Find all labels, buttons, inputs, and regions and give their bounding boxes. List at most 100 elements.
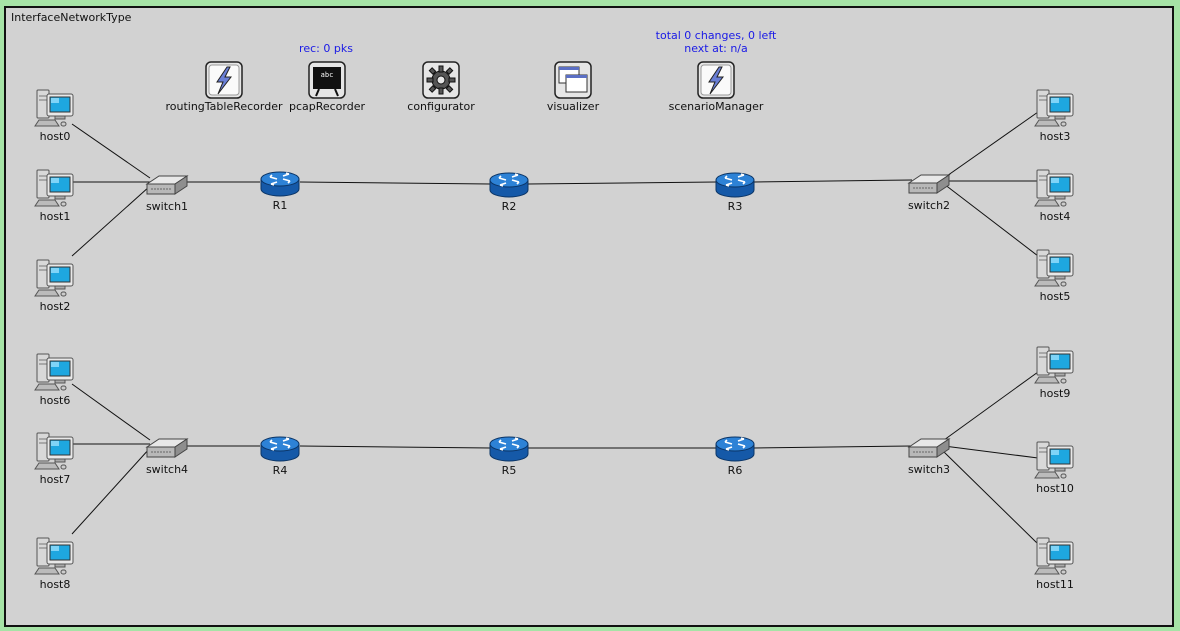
router-R4[interactable]: R4 — [256, 434, 304, 477]
computer-icon — [34, 537, 74, 575]
gear-icon — [422, 61, 460, 99]
switch-icon — [907, 174, 951, 194]
switch-icon-wrap — [902, 171, 956, 199]
host-host1[interactable]: host1 — [32, 166, 78, 223]
host-label: host2 — [39, 300, 71, 313]
host-label: host5 — [1039, 290, 1071, 303]
module-routing-table-recorder[interactable]: routingTableRecorder — [156, 60, 292, 113]
computer-icon — [34, 353, 74, 391]
computer-icon-wrap — [32, 429, 78, 473]
computer-icon — [1034, 346, 1074, 384]
computer-icon-wrap — [32, 86, 78, 130]
module-visualizer[interactable]: visualizer — [528, 60, 618, 113]
module-label: configurator — [407, 100, 475, 113]
module-label: pcapRecorder — [288, 100, 366, 113]
link — [753, 179, 913, 183]
router-icon-wrap — [711, 170, 759, 200]
host-host10[interactable]: host10 — [1032, 438, 1078, 495]
pcap-recorder-status: rec: 0 pks — [299, 42, 353, 55]
router-icon — [715, 172, 755, 198]
switch-icon — [907, 438, 951, 458]
router-R6[interactable]: R6 — [711, 434, 759, 477]
link — [943, 371, 1039, 441]
router-icon — [260, 436, 300, 462]
module-label: scenarioManager — [668, 100, 764, 113]
switch-icon — [145, 175, 189, 195]
computer-icon — [34, 259, 74, 297]
router-R1[interactable]: R1 — [256, 169, 304, 212]
link — [71, 447, 151, 535]
computer-icon — [34, 432, 74, 470]
computer-icon — [1034, 169, 1074, 207]
router-R2[interactable]: R2 — [485, 170, 533, 213]
host-host3[interactable]: host3 — [1032, 86, 1078, 143]
module-pcap-recorder[interactable]: abc pcapRecorder — [282, 60, 372, 113]
computer-icon — [1034, 441, 1074, 479]
computer-icon — [1034, 89, 1074, 127]
link — [71, 185, 151, 257]
link — [299, 445, 491, 449]
module-label: routingTableRecorder — [165, 100, 283, 113]
scenario-manager-status-2: next at: n/a — [684, 42, 748, 55]
router-label: R1 — [272, 199, 288, 212]
network-links — [71, 111, 1039, 545]
host-label: host6 — [39, 394, 71, 407]
lightning-icon — [205, 61, 243, 99]
module-label: visualizer — [546, 100, 600, 113]
computer-icon-wrap — [32, 256, 78, 300]
computer-icon-wrap — [1032, 343, 1078, 387]
host-label: host10 — [1036, 482, 1074, 495]
router-label: R2 — [501, 200, 517, 213]
router-icon-wrap — [485, 170, 533, 200]
host-label: host9 — [1039, 387, 1071, 400]
host-host5[interactable]: host5 — [1032, 246, 1078, 303]
host-host6[interactable]: host6 — [32, 350, 78, 407]
link — [943, 445, 1039, 459]
svg-text:abc: abc — [321, 71, 334, 79]
switch-switch1[interactable]: switch1 — [140, 172, 194, 213]
host-host8[interactable]: host8 — [32, 534, 78, 591]
host-host11[interactable]: host11 — [1032, 534, 1078, 591]
module-configurator[interactable]: configurator — [396, 60, 486, 113]
computer-icon-wrap — [32, 350, 78, 394]
host-label: host11 — [1036, 578, 1074, 591]
switch-label: switch2 — [907, 199, 951, 212]
switch-switch2[interactable]: switch2 — [902, 171, 956, 212]
windows-icon — [554, 61, 592, 99]
link — [943, 451, 1039, 545]
router-label: R3 — [727, 200, 743, 213]
host-host4[interactable]: host4 — [1032, 166, 1078, 223]
router-R3[interactable]: R3 — [711, 170, 759, 213]
host-host7[interactable]: host7 — [32, 429, 78, 486]
host-host0[interactable]: host0 — [32, 86, 78, 143]
switch-icon — [145, 438, 189, 458]
router-icon-wrap — [256, 169, 304, 199]
host-label: host1 — [39, 210, 71, 223]
link — [943, 183, 1039, 257]
switch-label: switch3 — [907, 463, 951, 476]
router-R5[interactable]: R5 — [485, 434, 533, 477]
network-canvas: InterfaceNetworkType rec: 0 pks total 0 … — [4, 6, 1174, 627]
switch-switch4[interactable]: switch4 — [140, 435, 194, 476]
link — [943, 111, 1039, 179]
link — [71, 123, 151, 179]
router-label: R4 — [272, 464, 288, 477]
router-icon — [489, 436, 529, 462]
computer-icon — [1034, 249, 1074, 287]
router-icon — [489, 172, 529, 198]
switch-icon-wrap — [140, 435, 194, 463]
computer-icon-wrap — [32, 534, 78, 578]
switch-icon-wrap — [902, 435, 956, 463]
host-label: host0 — [39, 130, 71, 143]
host-host2[interactable]: host2 — [32, 256, 78, 313]
computer-icon-wrap — [1032, 166, 1078, 210]
host-host9[interactable]: host9 — [1032, 343, 1078, 400]
computer-icon-wrap — [32, 166, 78, 210]
switch-switch3[interactable]: switch3 — [902, 435, 956, 476]
blackboard-icon: abc — [308, 61, 346, 99]
module-scenario-manager[interactable]: scenarioManager — [666, 60, 766, 113]
computer-icon-wrap — [1032, 534, 1078, 578]
lightning-icon — [697, 61, 735, 99]
router-label: R5 — [501, 464, 517, 477]
host-label: host3 — [1039, 130, 1071, 143]
